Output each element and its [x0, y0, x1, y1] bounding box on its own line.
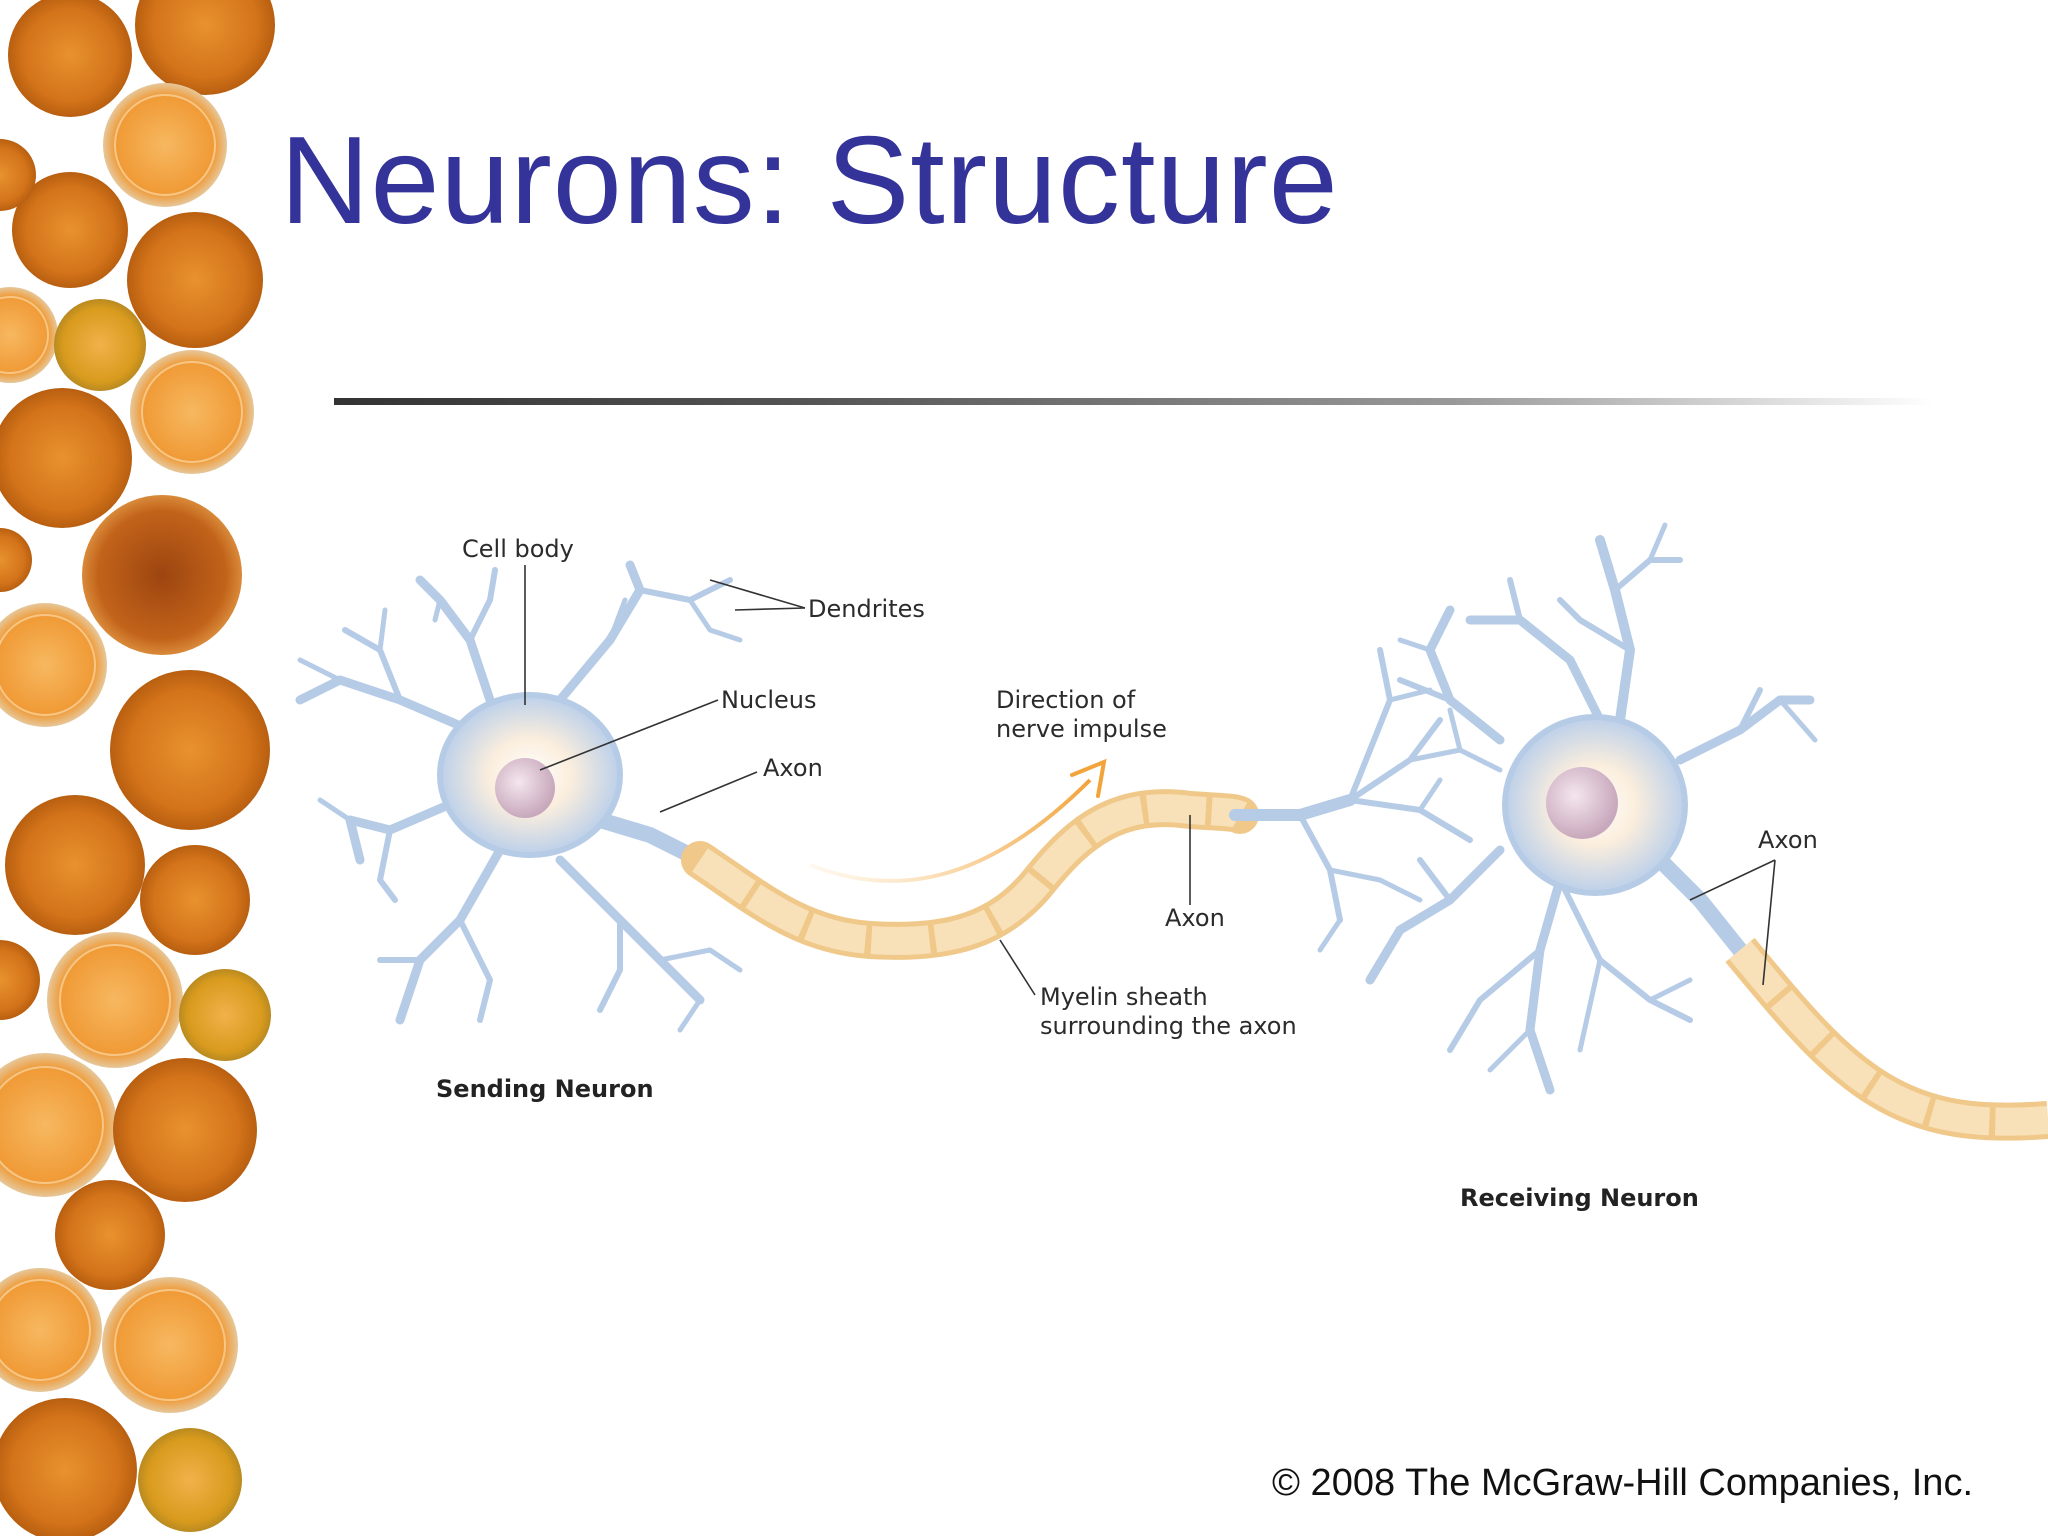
axon-terminals — [1229, 647, 1503, 953]
arrowhead-icon — [1070, 758, 1107, 798]
label-axon-receiving: Axon — [1758, 826, 1818, 854]
label-receiving-neuron: Receiving Neuron — [1460, 1184, 1699, 1212]
label-cell-body: Cell body — [462, 535, 574, 563]
slide-title: Neurons: Structure — [280, 112, 1339, 250]
label-direction-line2: nerve impulse — [996, 715, 1167, 743]
label-myelin-line2: surrounding the axon — [1040, 1012, 1297, 1040]
receiving-nucleus — [1546, 767, 1618, 839]
label-sending-neuron: Sending Neuron — [436, 1075, 654, 1103]
copyright-notice: © 2008 The McGraw-Hill Companies, Inc. — [1272, 1462, 1973, 1504]
sending-nucleus — [495, 758, 555, 818]
receiving-myelinated-axon — [1725, 937, 2048, 1141]
label-dendrites: Dendrites — [808, 595, 925, 623]
leader-lines — [524, 565, 1776, 996]
label-direction-line1: Direction of — [996, 686, 1136, 714]
sending-neuron — [295, 560, 743, 1033]
myelinated-axon — [681, 789, 1259, 960]
title-divider — [334, 398, 1934, 405]
neuron-diagram: Cell body Dendrites Nucleus Axon Directi… — [295, 522, 2048, 1212]
label-myelin-line1: Myelin sheath — [1040, 983, 1208, 1011]
label-nucleus: Nucleus — [721, 686, 817, 714]
impulse-arrow — [809, 778, 1092, 883]
receiving-neuron — [1365, 522, 1818, 1095]
label-axon-middle: Axon — [1165, 904, 1225, 932]
label-axon-sending: Axon — [763, 754, 823, 782]
orange-slices-border — [0, 0, 275, 1536]
